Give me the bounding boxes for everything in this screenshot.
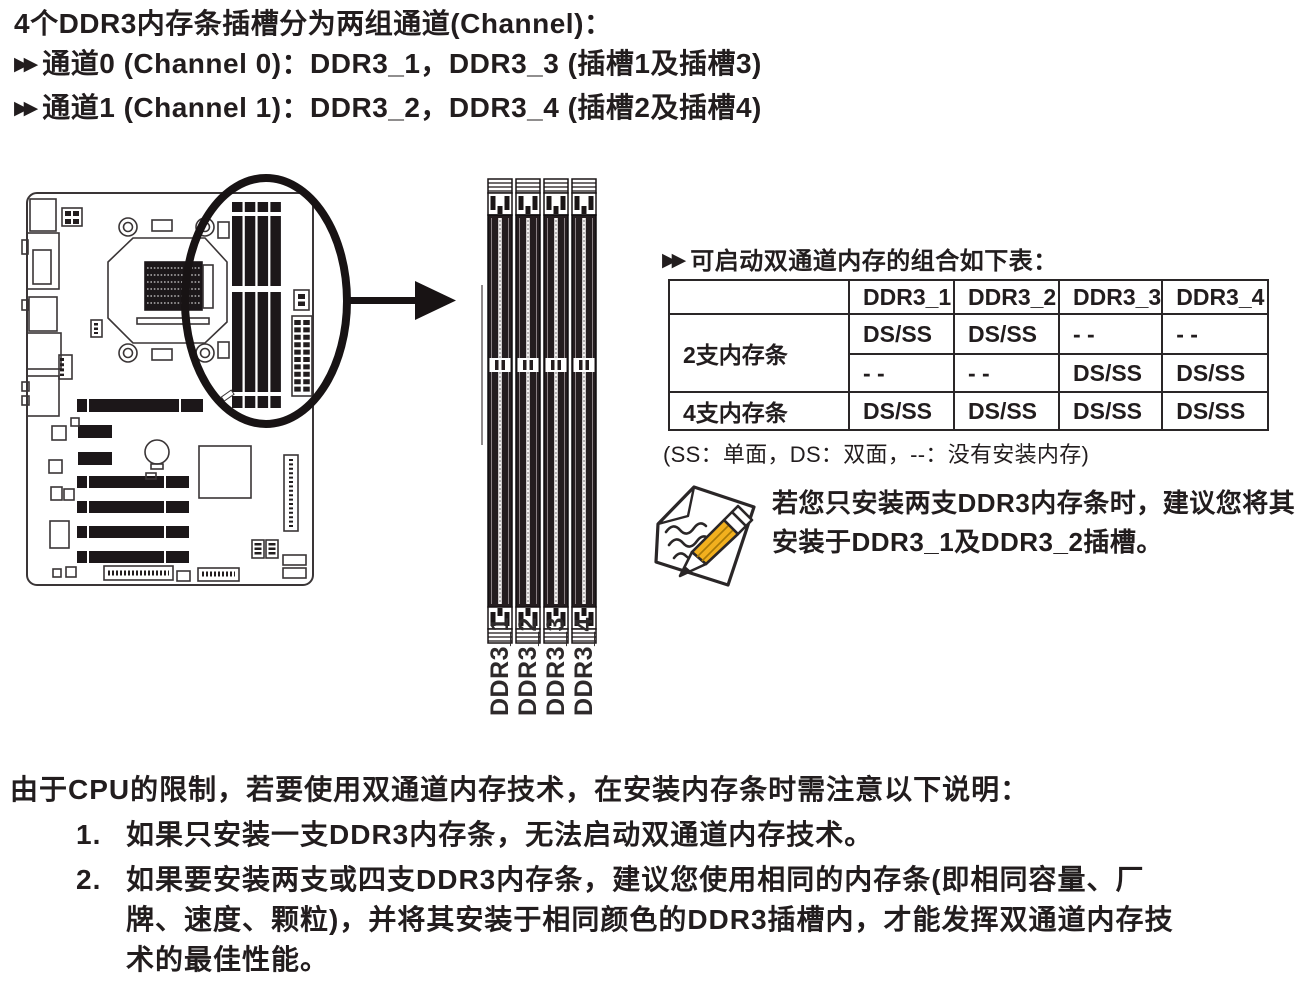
board-dimm-slots: [220, 202, 281, 408]
table-header: [668, 279, 850, 315]
double-arrow-icon: ▶▶: [14, 54, 38, 75]
dimm-slot: DDR3_3: [542, 178, 570, 716]
table-header: DDR3_1: [848, 279, 955, 315]
dimm-label: DDR3_1: [486, 617, 514, 716]
double-arrow-icon: ▶▶: [14, 98, 38, 119]
channel1-line: ▶▶通道1 (Channel 1)：DDR3_2，DDR3_4 (插槽2及插槽4…: [14, 92, 762, 123]
table-cell: DS/SS: [848, 313, 955, 355]
row-label: 4支内存条: [668, 391, 850, 431]
expansion-slots: [77, 399, 203, 563]
table-cell: - -: [1057, 313, 1164, 355]
dimm-slots-detail: DDR3_1: [481, 178, 598, 716]
table-cell: DS/SS: [848, 391, 955, 431]
table-header: DDR3_4: [1161, 279, 1270, 315]
cpu-socket: [107, 217, 230, 363]
row-label: 2支内存条: [668, 313, 850, 393]
channel0-line: ▶▶通道0 (Channel 0)：DDR3_1，DDR3_3 (插槽1及插槽3…: [14, 48, 762, 79]
dual-channel-table: DDR3_1 DDR3_2 DDR3_3 DDR3_4 2支内存条 DS/SS …: [668, 279, 1270, 431]
atx-power-connector: [291, 289, 313, 397]
board-misc-components: [48, 417, 307, 582]
table-cell: DS/SS: [953, 391, 1060, 431]
table-cell: DS/SS: [1057, 353, 1164, 393]
notice-item-2: 2. 如果要安装两支或四支DDR3内存条，建议您使用相同的内存条(即相同容量、厂…: [76, 864, 1174, 975]
notice-intro: 由于CPU的限制，若要使用双通道内存技术，在安装内存条时需注意以下说明：: [10, 774, 1030, 805]
table-header: DDR3_2: [953, 279, 1060, 315]
dimm-slot: DDR3_2: [514, 178, 542, 716]
table-legend: (SS：单面，DS：双面，--：没有安装内存): [663, 442, 1090, 467]
note-text: 若您只安装两支DDR3内存条时，建议您将其 安装于DDR3_1及DDR3_2插槽…: [772, 488, 1296, 557]
table-cell: - -: [953, 353, 1060, 393]
table-cell: - -: [848, 353, 955, 393]
note-pencil-icon: [654, 485, 756, 587]
table-heading: ▶▶可启动双通道内存的组合如下表：: [662, 248, 1058, 275]
dimm-label: DDR3_4: [570, 617, 598, 716]
table-cell: DS/SS: [1161, 353, 1270, 393]
arrow-right-icon: [347, 281, 456, 320]
table-cell: DS/SS: [1057, 391, 1164, 431]
notice-item-1: 1. 如果只安装一支DDR3内存条，无法启动双通道内存技术。: [76, 819, 874, 850]
notice-block: 由于CPU的限制，若要使用双通道内存技术，在安装内存条时需注意以下说明： 1. …: [10, 770, 1174, 980]
dimm-slot: DDR3_4: [570, 178, 598, 716]
double-arrow-icon: ▶▶: [662, 250, 686, 271]
table-cell: DS/SS: [953, 313, 1060, 355]
intro-block: 4个DDR3内存条插槽分为两组通道(Channel)： ▶▶通道0 (Chann…: [14, 4, 762, 132]
table-cell: DS/SS: [1161, 391, 1270, 431]
dimm-label: DDR3_2: [514, 617, 542, 716]
table-cell: - -: [1161, 313, 1270, 355]
intro-title: 4个DDR3内存条插槽分为两组通道(Channel)：: [14, 8, 613, 39]
dimm-slot: DDR3_1: [486, 178, 514, 716]
table-header: DDR3_3: [1057, 279, 1164, 315]
dimm-label: DDR3_3: [542, 617, 570, 716]
motherboard-diagram: [21, 174, 456, 586]
